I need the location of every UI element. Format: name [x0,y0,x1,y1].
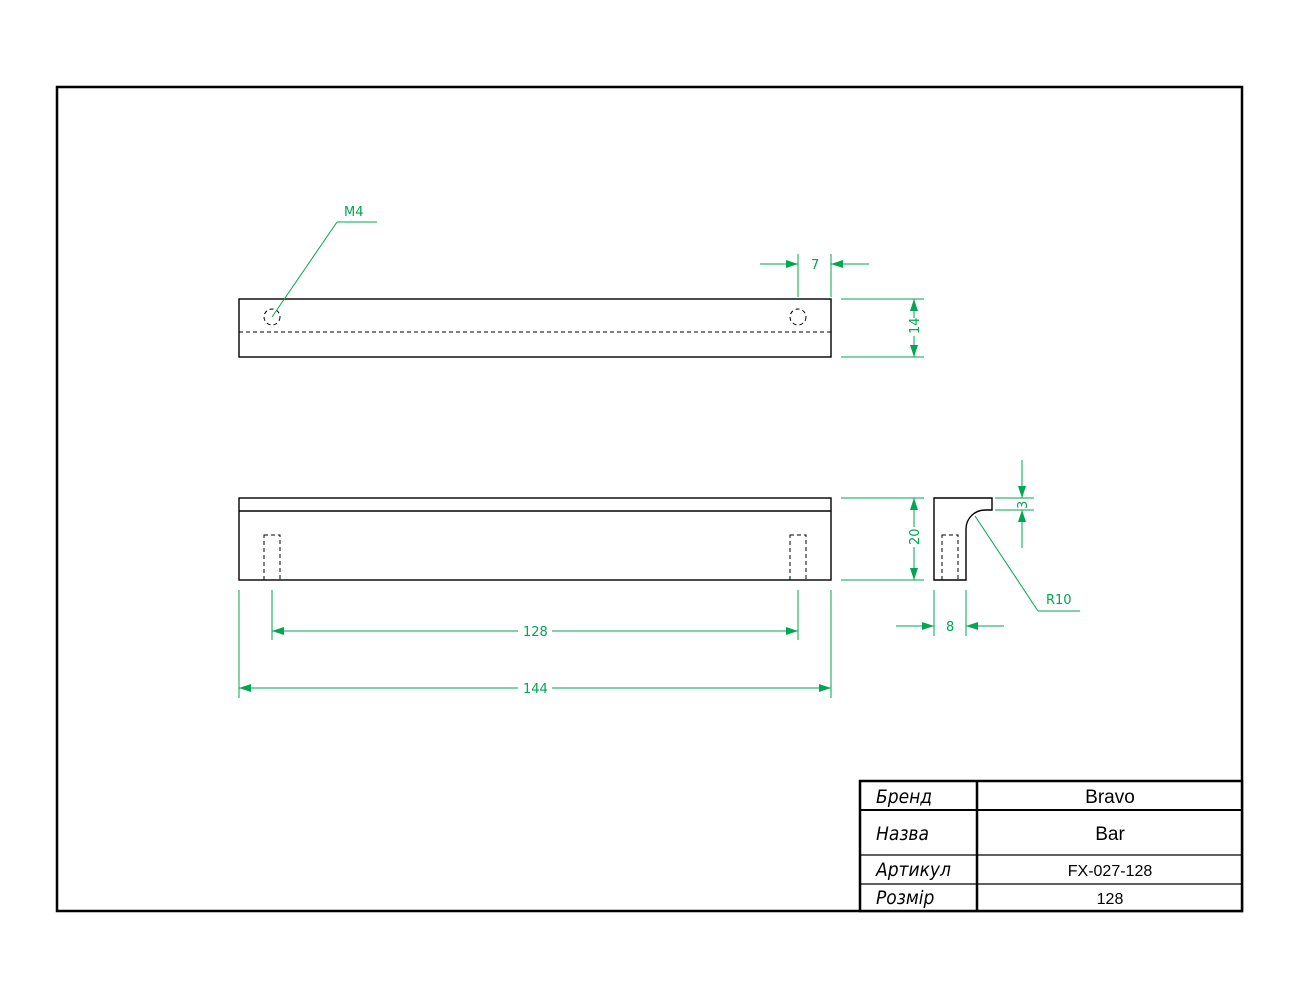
threaded-hole-left [263,534,281,581]
side-view-hidden-hole [941,534,959,581]
title-block: Бренд Bravo Назва Bar Артикул FX-027-128… [858,779,1244,913]
threaded-hole-right [789,534,807,581]
thread-callout-label: M4 [344,205,364,220]
dimension-front-height: 20 [841,497,924,581]
dimension-lip: 3 [995,460,1034,548]
front-view-body [238,497,832,581]
dimension-side-width: 8 [896,590,1004,636]
top-view-body [238,298,832,358]
thread-callout: M4 [271,205,377,318]
dimension-front-height-value: 20 [908,528,923,545]
dimension-lip-value: 3 [1016,501,1031,509]
title-block-label-name: Назва [876,823,929,845]
dimension-overall-length-value: 144 [523,682,548,697]
side-view [933,497,993,581]
dimension-top-height: 14 [841,298,924,358]
front-view [238,497,832,581]
dimension-hole-spacing: 128 [271,590,799,640]
dimension-side-width-value: 8 [946,620,954,635]
dimension-hole-spacing-value: 128 [523,625,548,640]
title-block-label-article: Артикул [875,859,951,881]
title-block-label-brand: Бренд [876,786,932,808]
radius-callout-label: R10 [1046,593,1072,608]
drawing-frame [55,85,1244,913]
dimension-overall-length: 144 [238,590,832,698]
dimension-hole-offset-value: 7 [811,258,819,273]
dimension-hole-offset: 7 [760,254,869,297]
mounting-hole-left [263,308,281,326]
dimension-top-height-value: 14 [908,317,923,334]
title-block-value-size: 128 [1097,891,1124,908]
title-block-value-name: Bar [1095,824,1125,845]
side-view-profile [933,497,993,581]
top-view [238,298,832,358]
title-block-value-article: FX-027-128 [1068,863,1153,880]
radius-callout: R10 [974,515,1080,612]
title-block-value-brand: Bravo [1085,787,1135,808]
mounting-hole-right [789,308,807,326]
title-block-label-size: Розмір [876,887,935,909]
